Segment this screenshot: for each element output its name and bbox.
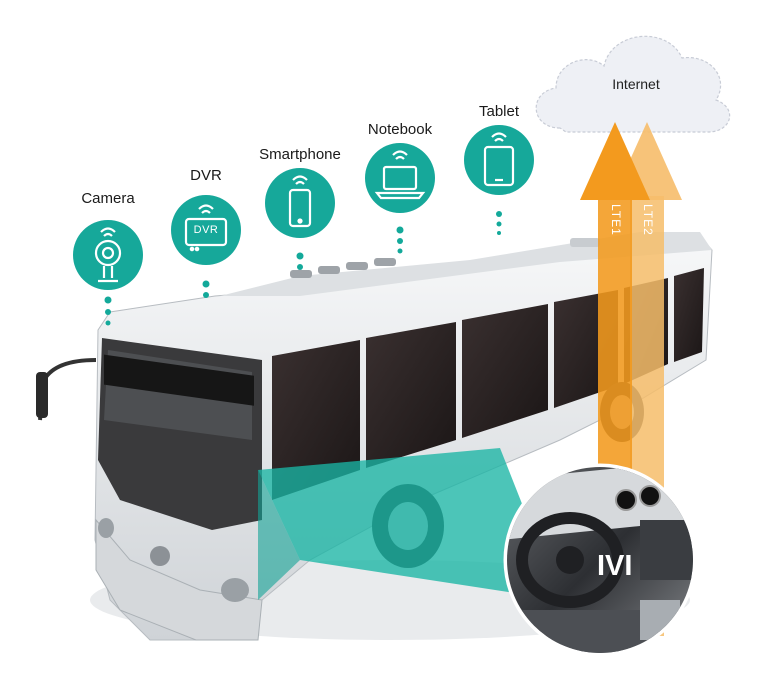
- device-node-camera: [73, 220, 143, 290]
- device-connectors: [104, 211, 502, 326]
- lte2-label: LTE2: [641, 204, 655, 236]
- smartphone-icon: [288, 175, 312, 228]
- device-node-tablet: [464, 125, 534, 195]
- dvr-icon-text: DVR: [193, 224, 219, 236]
- ivi-beam: [258, 448, 560, 600]
- dvr-icon: [184, 204, 228, 252]
- camera-label: Camera: [81, 190, 135, 207]
- lte1-label: LTE1: [609, 204, 623, 236]
- notebook-label: Notebook: [367, 121, 433, 138]
- device-node-notebook: [365, 143, 435, 213]
- camera-icon: [94, 227, 122, 283]
- smartphone-label: Smartphone: [259, 146, 341, 163]
- notebook-icon: [374, 150, 426, 200]
- device-node-dvr: [171, 195, 241, 265]
- ivi-label: IVI: [597, 550, 633, 582]
- device-node-smartphone: [265, 168, 335, 238]
- tablet-icon: [483, 132, 515, 187]
- internet-cloud: [535, 35, 731, 133]
- internet-label: Internet: [612, 76, 660, 92]
- dvr-label: DVR: [190, 167, 222, 184]
- ivi-cockpit: [503, 463, 697, 657]
- tablet-label: Tablet: [478, 103, 520, 120]
